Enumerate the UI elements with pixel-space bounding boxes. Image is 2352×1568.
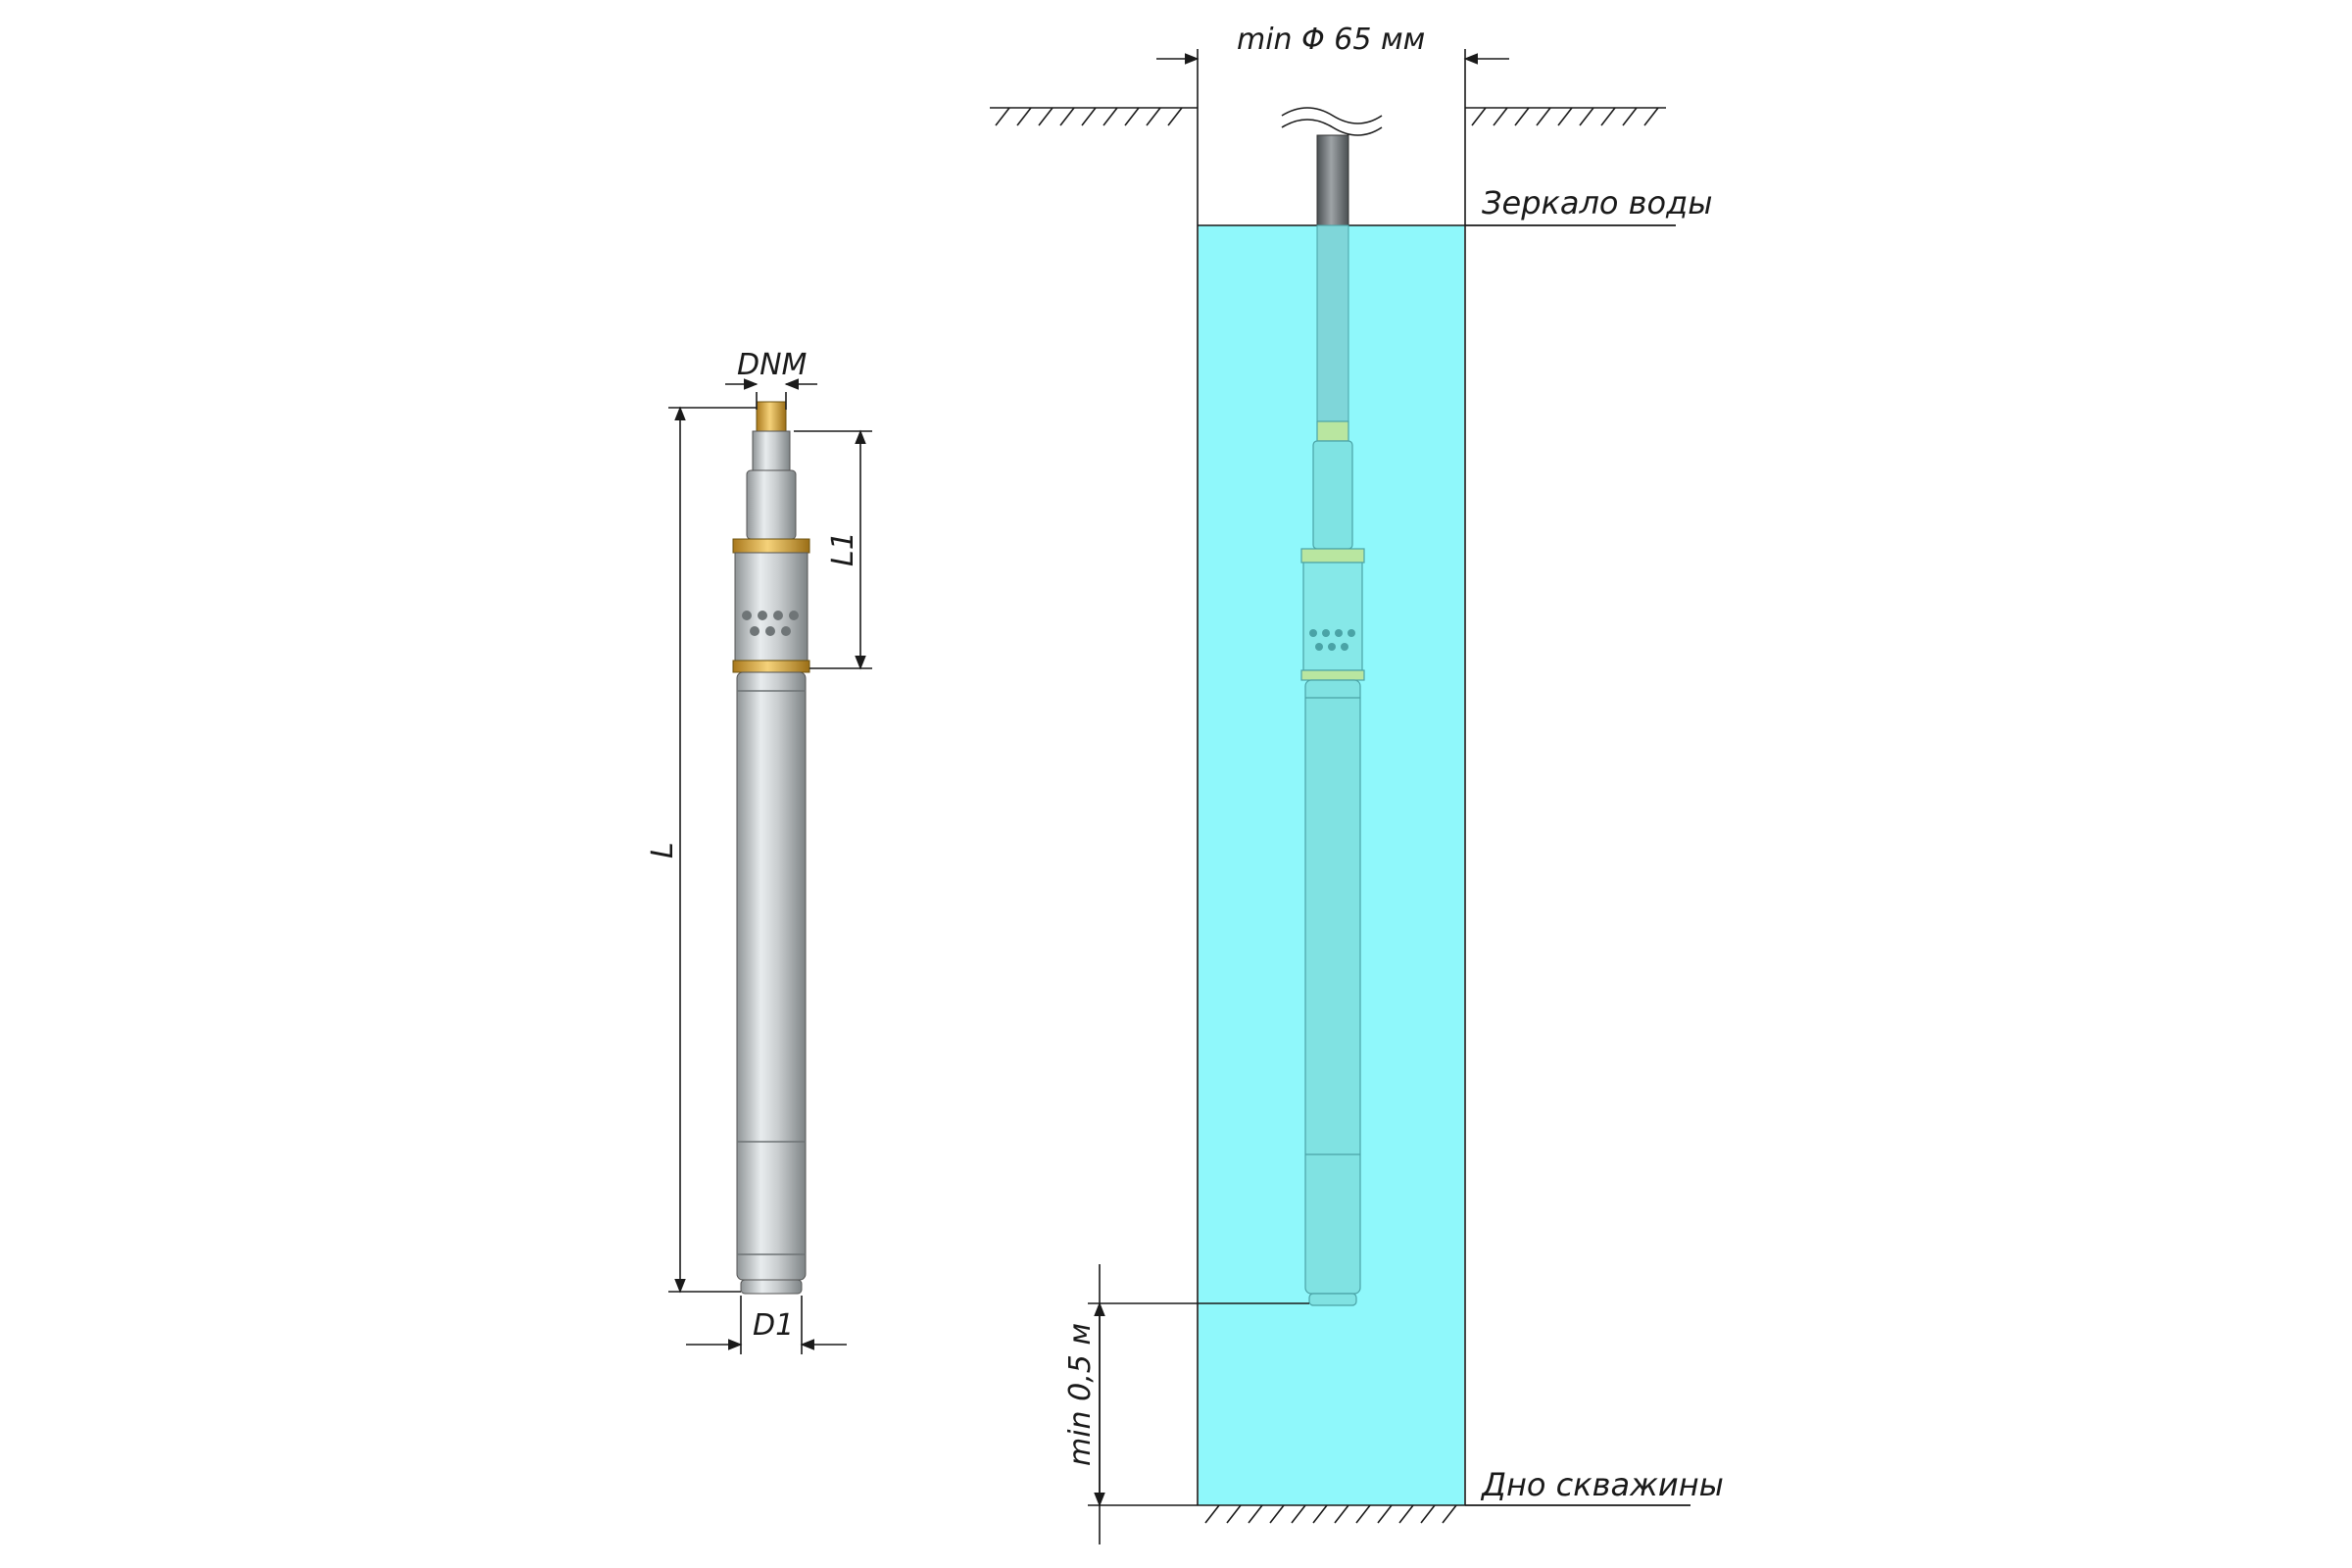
pump-standalone xyxy=(732,401,810,1295)
hose-break-symbol xyxy=(1281,107,1383,124)
well-section: min Φ 65 мм min 0,5 м З xyxy=(990,23,1724,1544)
pump-intake-holes xyxy=(742,611,799,636)
water-surface-label: Зеркало воды xyxy=(1482,184,1712,221)
pump-intake-section xyxy=(734,552,808,662)
l-label: L xyxy=(646,842,680,858)
pump-neck-lower xyxy=(746,469,797,540)
pump-dimensions: DNM L1 L D1 xyxy=(646,348,872,1354)
hose xyxy=(1316,134,1349,226)
pump-submerged xyxy=(1300,420,1365,1306)
pump-motor-body xyxy=(736,671,807,1281)
pump-neck xyxy=(752,430,791,471)
ground-hatching xyxy=(995,107,1659,126)
min-clearance-label: min 0,5 м xyxy=(1063,1323,1098,1466)
well-diameter-label: min Φ 65 мм xyxy=(1237,23,1425,57)
pump-top-collar xyxy=(732,538,810,554)
pump-outlet-fitting xyxy=(756,401,787,432)
bottom-hatching xyxy=(1204,1504,1457,1524)
well-bottom-label: Дно скважины xyxy=(1480,1466,1724,1503)
pump-middle-collar xyxy=(732,660,810,673)
dnm-label: DNM xyxy=(737,348,808,382)
d1-label: D1 xyxy=(753,1308,794,1343)
l1-label: L1 xyxy=(826,531,860,566)
